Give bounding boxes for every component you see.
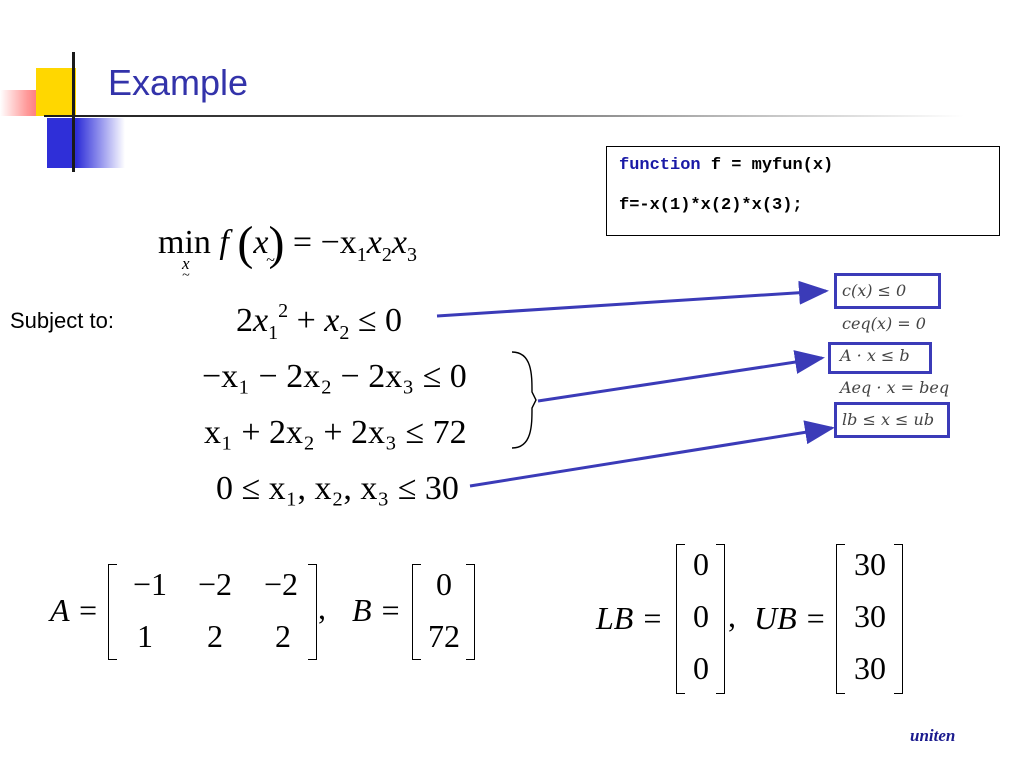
matrix-a-cell: 2	[207, 618, 223, 654]
c1-rest: ≤ 0	[349, 302, 403, 339]
matrix-ub-bracket-left	[836, 544, 845, 694]
code-line-1: function f = myfun(x)	[619, 156, 833, 175]
objective-x3: x	[391, 224, 407, 261]
objective-sub-3: 3	[406, 244, 417, 266]
objective-f: f	[219, 224, 229, 261]
objective-x: x	[253, 224, 269, 261]
matrix-lb-cell: 0	[693, 598, 709, 634]
matrix-b-cell: 0	[436, 566, 452, 602]
matrix-lb-comma: ,	[728, 598, 736, 634]
box-linear-inequality	[828, 342, 932, 374]
matrix-ub-cell: 30	[854, 650, 886, 686]
title-decoration-yellow	[36, 68, 76, 116]
matrix-lb-label: LB =	[596, 600, 663, 637]
constraint-linear-2: x₁ + 2x₂ + 2x₃ ≤ 72	[204, 414, 467, 451]
constraint-linear-1: −x₁ − 2x₂ − 2x₃ ≤ 0	[202, 358, 467, 395]
matrix-a-cell: 1	[137, 618, 153, 654]
matrix-lb-cell: 0	[693, 650, 709, 686]
panel-bounds: lb ≤ x ≤ ub	[842, 410, 935, 429]
matrix-a-cell: −2	[197, 566, 233, 602]
matrix-b-label-text: B =	[352, 592, 402, 628]
page-title: Example	[108, 62, 249, 103]
c1-coef: 2	[236, 302, 253, 339]
matrix-ub-cell: 30	[854, 598, 886, 634]
objective-paren-open: (	[237, 217, 254, 270]
objective-sub-1: 1	[356, 244, 367, 266]
objective-paren-close: )	[268, 217, 285, 270]
c1-plus: +	[288, 302, 325, 339]
panel-linear-inequality: A · x ≤ b	[840, 346, 910, 365]
matrix-b-cell: 72	[428, 618, 460, 654]
matrix-a-cell: 2	[275, 618, 291, 654]
matrix-lb-bracket-right	[716, 544, 725, 694]
box-inequality	[834, 273, 941, 309]
footer-brand: uniten	[910, 726, 956, 745]
objective-min: min	[158, 224, 211, 261]
objective-function: min f (x) = −x1x2x3	[158, 216, 417, 271]
objective-under-x: x	[182, 254, 190, 273]
objective-rhs: = −x1x2x3	[292, 224, 417, 266]
matrix-a-label: A =	[50, 592, 99, 629]
matrix-ub-label-text: UB =	[754, 600, 827, 636]
matrix-a-label-text: A =	[50, 592, 99, 628]
arrow-nonlinear	[436, 280, 829, 318]
matrix-a-cell: −2	[263, 566, 299, 602]
code-box: function f = myfun(x) f=-x(1)*x(2)*x(3);	[606, 146, 1000, 236]
matrix-b-bracket-left	[412, 564, 421, 660]
objective-x2: x	[366, 224, 382, 261]
panel-nonlinear-equality: ceq(x) = 0	[842, 314, 926, 333]
matrix-lb-cell: 0	[693, 546, 709, 582]
objective-sub-2: 2	[381, 244, 392, 266]
matrix-ub-bracket-right	[894, 544, 903, 694]
objective-x-tilde: ~	[266, 252, 275, 269]
matrix-lb-label-text: LB =	[596, 600, 663, 636]
subject-to-label: Subject to:	[10, 308, 114, 333]
matrix-a-cell: −1	[132, 566, 168, 602]
code-keyword: function	[619, 156, 701, 175]
arrow-bounds	[469, 420, 835, 488]
matrix-ub-cell: 30	[854, 546, 886, 582]
panel-nonlinear-inequality: c(x) ≤ 0	[842, 281, 907, 300]
constraint-nonlinear: 2x12 + x2 ≤ 0	[236, 300, 402, 345]
title-underline	[44, 115, 964, 117]
code-line-2: f=-x(1)*x(2)*x(3);	[619, 196, 803, 215]
matrix-lb-bracket-left	[676, 544, 685, 694]
c1-x2: x	[324, 302, 340, 339]
matrix-b-bracket-right	[466, 564, 475, 660]
code-line-1-rest: f = myfun(x)	[700, 156, 834, 175]
c1-sub: 1	[268, 322, 279, 344]
objective-under-tilde: ~	[182, 268, 190, 283]
constraint-bounds: 0 ≤ x₁, x₂, x₃ ≤ 30	[216, 470, 459, 507]
matrix-a-bracket-right	[308, 564, 317, 660]
c1-x: x	[253, 302, 269, 339]
matrix-b-label: B =	[352, 592, 401, 629]
title-decoration-vertical-line	[72, 52, 75, 172]
right-brace	[511, 351, 537, 449]
title-decoration-blue	[47, 118, 125, 168]
matrix-a-comma: ,	[318, 590, 326, 626]
c1-sub2: 2	[339, 322, 350, 344]
arrow-linear	[537, 350, 825, 403]
objective-rhs-prefix: = −x	[292, 224, 357, 261]
panel-linear-equality: Aeq · x = beq	[840, 378, 950, 397]
matrix-a-bracket-left	[108, 564, 117, 660]
box-bounds	[834, 402, 950, 438]
matrix-ub-label: UB =	[754, 600, 826, 637]
c1-sup: 2	[278, 300, 289, 322]
